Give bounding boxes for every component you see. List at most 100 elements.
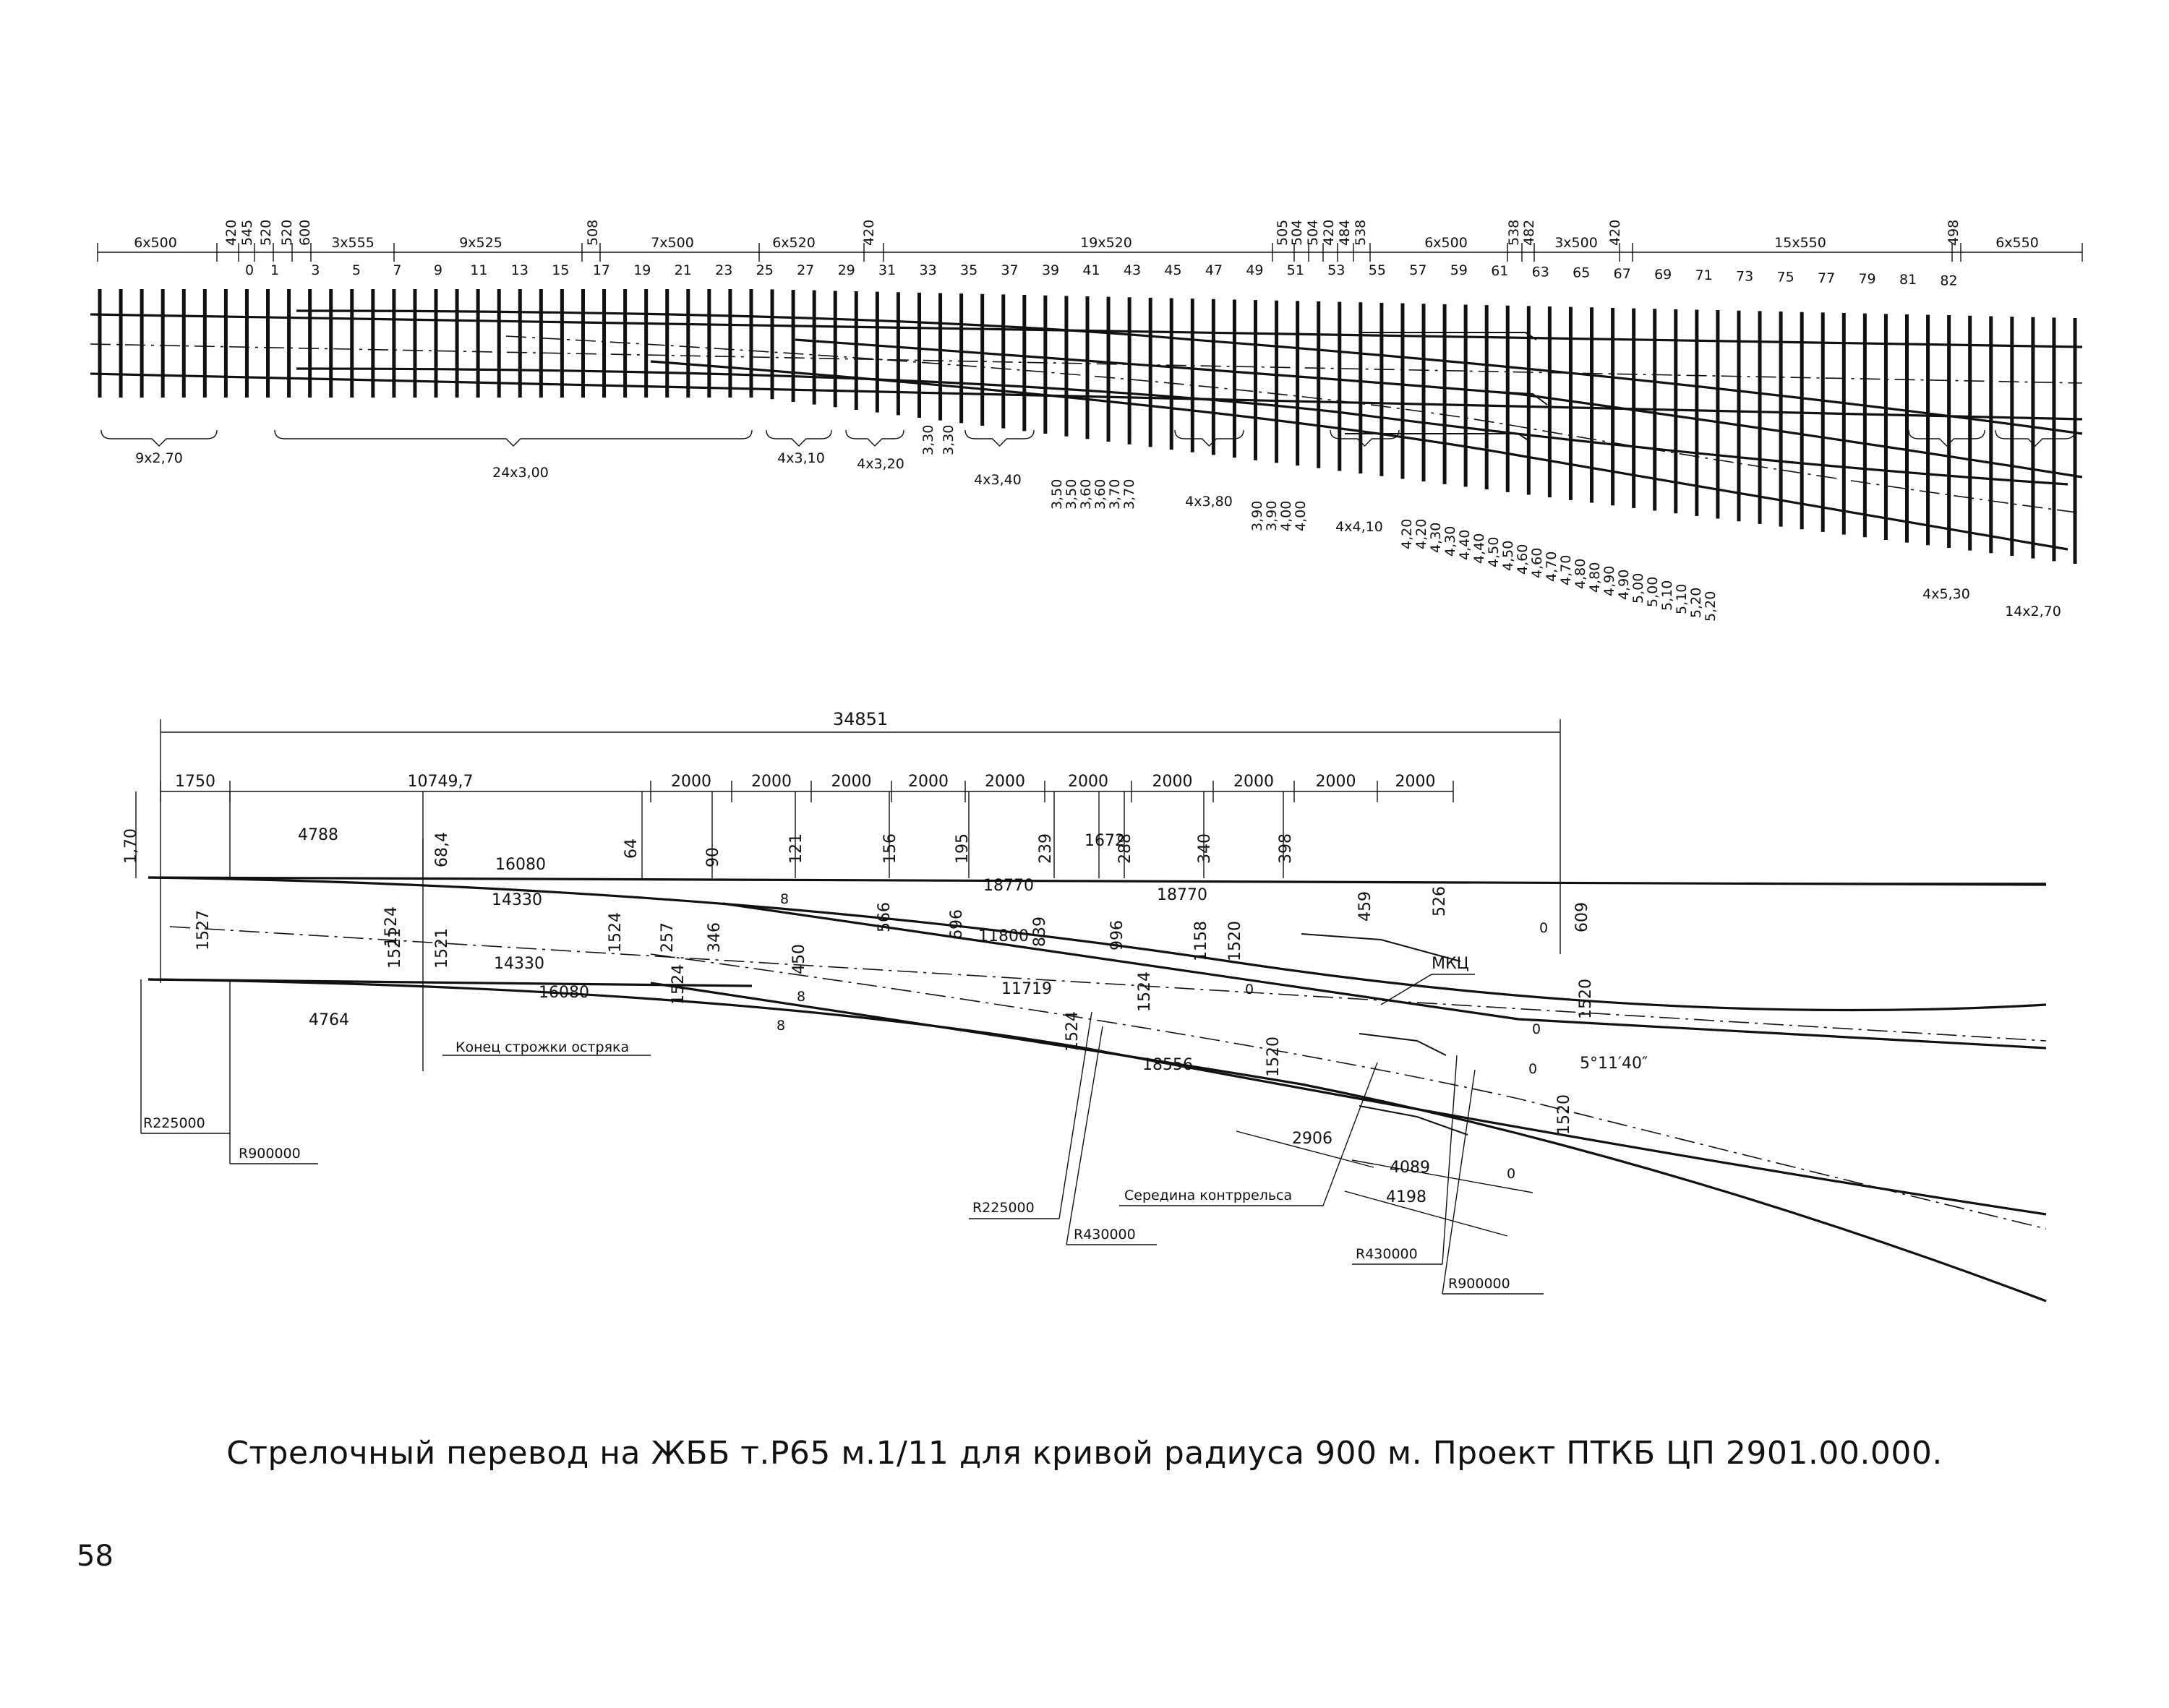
sleeper-number: 27 [797,262,814,278]
sleeper-length: 4,70 [1558,555,1574,585]
sleeper-number: 0 [245,262,254,278]
sleeper-number: 5 [352,262,361,278]
sleeper-number: 45 [1164,262,1181,278]
spacing-label: 538 [1353,220,1369,246]
sleeper-number: 9 [434,262,442,278]
offset-dimension: 398 [1277,833,1295,864]
segment-length: 2000 [671,773,711,791]
spacing-label: 498 [1946,220,1961,246]
sleeper-length: 5,20 [1703,591,1719,622]
sleeper-number: 31 [878,262,896,278]
frog-angle: 5°11′40″ [1580,1055,1648,1073]
offset-dimension: 64 [623,838,641,859]
geometry-dimension: 4198 [1386,1188,1426,1206]
segment-length: 1750 [175,773,215,791]
joint-mark: 0 [1245,982,1254,997]
spacing-label: 505 [1275,220,1291,246]
sleeper-length: 4,90 [1601,566,1617,596]
sleeper-number: 3 [311,262,320,278]
sleeper-length: 4,40 [1471,533,1487,564]
joint-mark: 8 [777,1018,785,1034]
segment-length: 2000 [1233,773,1274,791]
radius-label-6: R900000 [1448,1276,1510,1292]
sleeper-length: 5,00 [1645,577,1661,607]
radius-label-2: R900000 [239,1146,301,1162]
geometry-dimension: 1520 [1226,921,1244,961]
spacing-label: 6x500 [134,235,177,251]
sleeper-length: 4,80 [1573,559,1588,589]
offset-dimension: 288 [1116,833,1134,864]
geometry-dimension: 346 [706,922,724,953]
sleeper-length: 3,30 [920,425,936,455]
spacing-label: 6x550 [1995,235,2039,251]
sleeper-number: 59 [1450,262,1468,278]
spacing-label: 420 [223,220,239,246]
sleeper-length: 9x2,70 [135,450,183,466]
geometry-dimension: 526 [1431,886,1449,917]
sleeper-number: 43 [1124,262,1141,278]
offset-dimension: 239 [1037,833,1055,864]
spacing-label: 15x550 [1774,235,1826,251]
sleeper-length: 4x5,30 [1922,586,1970,602]
geometry-dimension: 257 [659,922,677,953]
sleeper-length: 24x3,00 [492,465,549,481]
geometry-dimension: 2906 [1292,1130,1332,1148]
sleeper-number: 71 [1695,267,1713,283]
sleeper-length: 3,60 [1078,479,1094,510]
sleeper-length: 4x3,80 [1185,494,1233,510]
geometry-dimension: 1524 [669,964,688,1005]
spacing-label: 420 [1607,220,1623,246]
sleeper-length: 3,70 [1107,479,1123,510]
geometry-dimension: 16080 [539,984,589,1002]
sleeper-number: 21 [675,262,692,278]
spacing-label: 3x555 [331,235,375,251]
sleeper-length: 4x3,10 [777,450,825,466]
sleeper-length: 4,70 [1544,552,1560,582]
spacing-label: 420 [861,220,877,246]
sleeper-number: 49 [1246,262,1263,278]
geometry-dimension: 1524 [382,906,401,947]
segment-length: 2000 [751,773,792,791]
sleeper-length: 4,30 [1442,526,1458,557]
geometry-dimension: 18556 [1142,1056,1193,1074]
segment-length: 2000 [1316,773,1356,791]
joint-mark: 8 [780,891,789,907]
spacing-label: 19x520 [1080,235,1132,251]
geometry-dimension: 14330 [492,891,542,909]
sleeper-length: 5,20 [1688,588,1704,618]
sleeper-number: 79 [1858,271,1875,287]
sleeper-number: 73 [1736,268,1753,284]
geometry-dimension: 18770 [1157,886,1207,904]
segment-length: 2000 [985,773,1025,791]
sleeper-length: 14x2,70 [2005,604,2061,619]
geometry-dimension: 839 [1031,917,1049,947]
radius-label-5: R430000 [1356,1246,1418,1262]
drawing-caption: Стрелочный перевод на ЖББ т.Р65 м.1/11 д… [226,1435,1943,1472]
joint-mark: 0 [1532,1021,1541,1037]
spacing-label: 6x500 [1424,235,1468,251]
sleeper-length: 5,10 [1659,580,1675,611]
sleeper-number: 57 [1409,262,1426,278]
sleeper-number: 69 [1654,267,1672,283]
overall-length: 34851 [833,709,888,729]
geometry-dimension: 1520 [1577,979,1595,1019]
segment-length: 2000 [1395,773,1436,791]
geometry-dimension: 996 [1108,920,1126,950]
spacing-label: 3x500 [1554,235,1598,251]
sleeper-number: 41 [1082,262,1100,278]
geometry-dimension: 1158 [1192,921,1210,961]
sleeper-length: 3,90 [1264,501,1280,531]
segment-length: 10749,7 [408,773,474,791]
spacing-label: 545 [239,220,255,246]
geometry-dimension: 609 [1573,902,1591,932]
sleeper-number: 55 [1369,262,1386,278]
page-number: 58 [77,1540,114,1573]
geometry-dimension: 11800 [978,927,1029,945]
sleeper-length: 4,40 [1457,530,1473,560]
geometry-plan: 34851 1750 10749,7 2000 2000 2000 2000 2000 200… [122,709,2047,1303]
sleeper-number: 13 [511,262,529,278]
sleeper-number: 35 [960,262,977,278]
geometry-dimension: 11719 [1001,980,1052,998]
sleeper-length: 4,50 [1500,541,1516,571]
geometry-dimension: 1524 [1136,971,1154,1012]
